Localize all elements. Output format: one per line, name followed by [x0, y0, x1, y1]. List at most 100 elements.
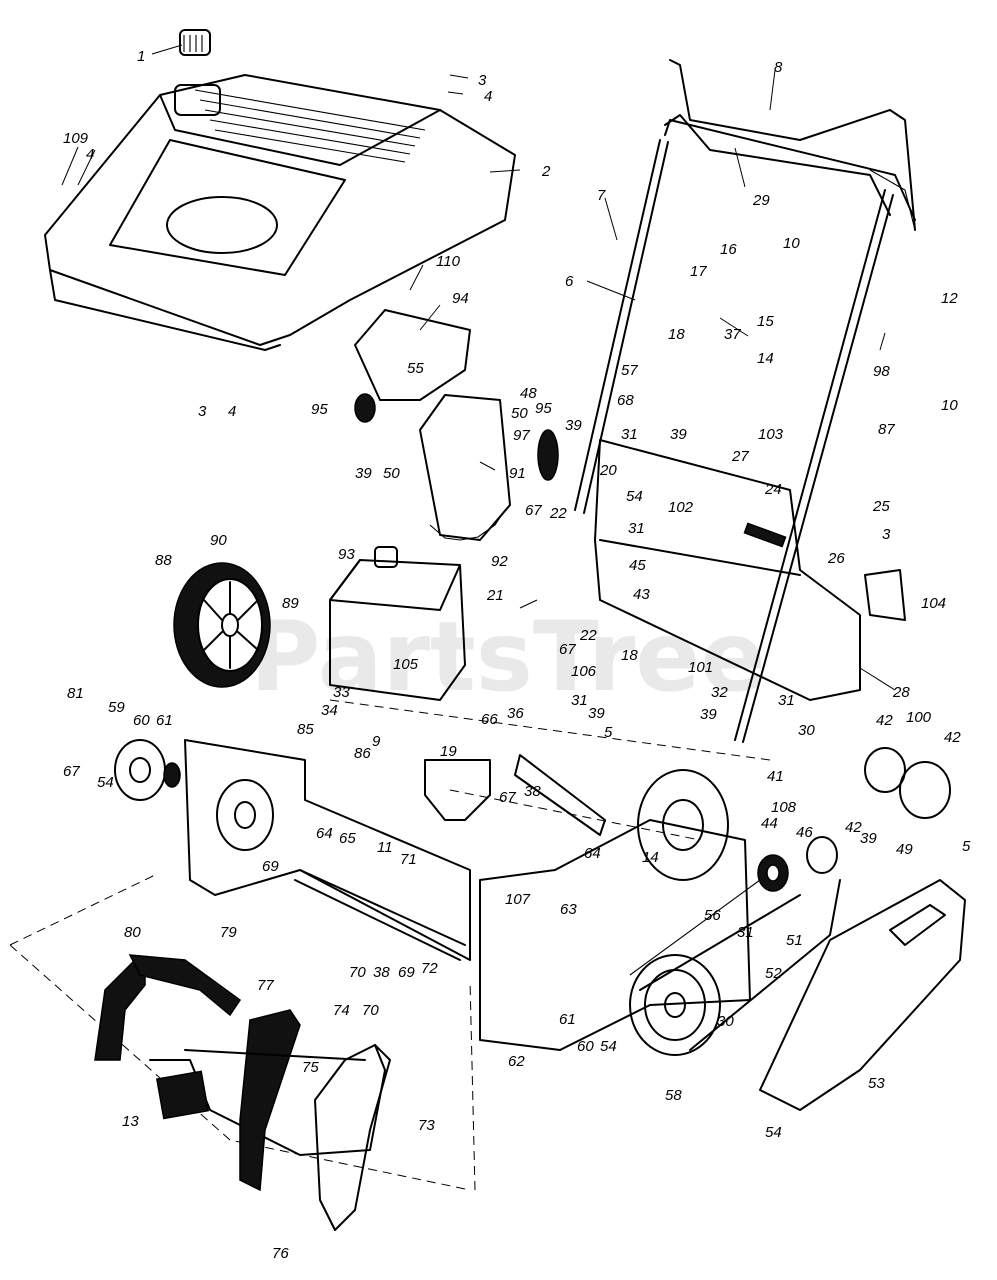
callout-103: 103 — [758, 426, 784, 443]
callout-31: 31 — [737, 924, 754, 941]
callout-70: 70 — [349, 964, 366, 981]
callout-5: 5 — [962, 838, 971, 855]
dash-panel — [594, 439, 906, 701]
callout-80: 80 — [124, 924, 141, 941]
callout-57: 57 — [621, 362, 638, 379]
callout-106: 106 — [571, 663, 597, 680]
callout-45: 45 — [629, 557, 646, 574]
callout-38: 38 — [373, 964, 390, 981]
left-bearing-plate — [114, 739, 181, 801]
callout-11: 11 — [377, 839, 393, 856]
callout-100: 100 — [906, 709, 932, 726]
callout-39: 39 — [860, 830, 877, 847]
callout-67: 67 — [525, 502, 542, 519]
chute-assembly — [354, 309, 559, 541]
callout-14: 14 — [757, 350, 774, 367]
callout-10: 10 — [783, 235, 800, 252]
callout-20: 20 — [599, 462, 617, 479]
callout-3: 3 — [198, 403, 207, 420]
callout-71: 71 — [400, 851, 417, 868]
callout-70: 70 — [362, 1002, 379, 1019]
callout-10: 10 — [941, 397, 958, 414]
callout-93: 93 — [338, 546, 355, 563]
callout-39: 39 — [700, 706, 717, 723]
callout-42: 42 — [876, 712, 893, 729]
callout-68: 68 — [617, 392, 634, 409]
callout-22: 22 — [579, 627, 597, 644]
engine-cover — [44, 74, 516, 351]
handle-assembly — [574, 59, 916, 743]
callout-64: 64 — [316, 825, 333, 842]
callout-13: 13 — [122, 1113, 139, 1130]
callout-76: 76 — [272, 1245, 289, 1262]
callout-88: 88 — [155, 552, 172, 569]
callout-109: 109 — [63, 130, 89, 147]
callout-27: 27 — [731, 448, 749, 465]
callout-58: 58 — [665, 1087, 682, 1104]
callout-95: 95 — [535, 400, 552, 417]
callout-59: 59 — [108, 699, 125, 716]
callout-77: 77 — [257, 977, 274, 994]
callout-29: 29 — [752, 192, 770, 209]
callout-31: 31 — [628, 520, 645, 537]
callout-28: 28 — [892, 684, 910, 701]
callout-21: 21 — [486, 587, 504, 604]
callout-73: 73 — [418, 1117, 435, 1134]
fuel-cap-top — [179, 29, 211, 56]
callout-110: 110 — [436, 253, 461, 270]
fuel-tank — [329, 546, 466, 701]
callout-26: 26 — [827, 550, 845, 567]
callout-72: 72 — [421, 960, 438, 977]
callout-17: 17 — [690, 263, 707, 280]
callout-12: 12 — [941, 290, 958, 307]
callout-54: 54 — [626, 488, 643, 505]
callout-91: 91 — [509, 465, 526, 482]
callout-65: 65 — [339, 830, 356, 847]
callout-labels: 1 2 3 4 109 4 110 3 4 94 8 29 7 6 16 17 … — [63, 48, 971, 1262]
callout-62: 62 — [508, 1053, 525, 1070]
callout-97: 97 — [513, 427, 530, 444]
callout-50: 50 — [511, 405, 528, 422]
callout-79: 79 — [220, 924, 237, 941]
leader-lines — [61, 44, 896, 691]
callout-61: 61 — [156, 712, 173, 729]
callout-31: 31 — [621, 426, 638, 443]
callout-32: 32 — [711, 684, 728, 701]
belt-cover — [759, 879, 966, 1111]
callout-74: 74 — [333, 1002, 350, 1019]
callout-39: 39 — [355, 465, 372, 482]
callout-3: 3 — [478, 72, 487, 89]
callout-19: 19 — [440, 743, 457, 760]
callout-108: 108 — [771, 799, 797, 816]
callout-87: 87 — [878, 421, 895, 438]
callout-4: 4 — [228, 403, 236, 420]
callout-30: 30 — [717, 1013, 734, 1030]
callout-5: 5 — [604, 724, 613, 741]
callout-33: 33 — [333, 684, 350, 701]
callout-94: 94 — [452, 290, 469, 307]
callout-67: 67 — [559, 641, 576, 658]
callout-66: 66 — [481, 711, 498, 728]
wheel — [173, 562, 271, 688]
callout-104: 104 — [921, 595, 946, 612]
callout-41: 41 — [767, 768, 784, 785]
callout-85: 85 — [297, 721, 314, 738]
callout-56: 56 — [704, 907, 721, 924]
callout-92: 92 — [491, 553, 508, 570]
callout-24: 24 — [764, 481, 782, 498]
callout-6: 6 — [565, 273, 574, 290]
callout-51: 51 — [786, 932, 803, 949]
callout-31: 31 — [778, 692, 795, 709]
callout-54: 54 — [765, 1124, 782, 1141]
callout-4: 4 — [484, 88, 492, 105]
callout-18: 18 — [668, 326, 685, 343]
callout-63: 63 — [560, 901, 577, 918]
frame-housing — [184, 699, 771, 1051]
callout-39: 39 — [670, 426, 687, 443]
callout-43: 43 — [633, 586, 650, 603]
callout-3: 3 — [882, 526, 891, 543]
callout-69: 69 — [262, 858, 279, 875]
callout-39: 39 — [565, 417, 582, 434]
callout-105: 105 — [393, 656, 419, 673]
